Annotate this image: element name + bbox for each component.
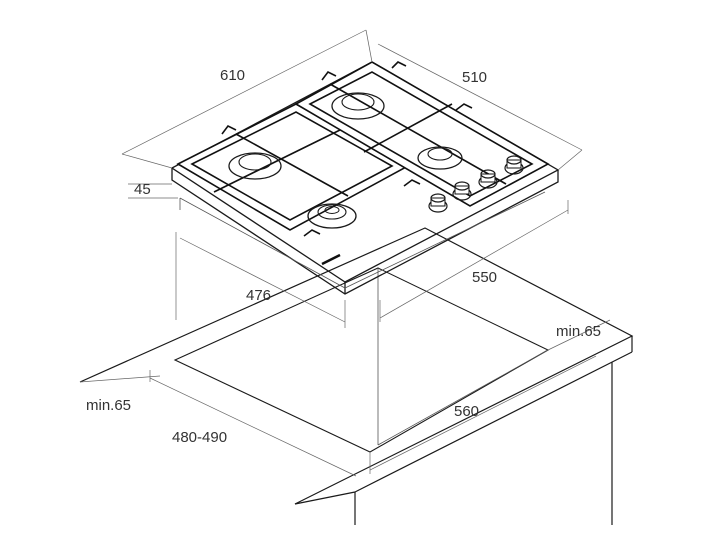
control-knobs: [428, 155, 524, 213]
cutout: [173, 267, 550, 453]
knob-1: [428, 193, 448, 213]
burner-front-right: [417, 146, 463, 170]
grates: [176, 61, 550, 237]
burner-rear-right: [331, 92, 385, 120]
label-cutout-width: 550: [472, 269, 497, 286]
label-hob-height: 45: [134, 181, 151, 198]
dimension-labels: 610 510 45 476 550 min.65 min.65 560 480…: [86, 67, 601, 446]
label-hob-width: 610: [220, 67, 245, 84]
knob-2: [452, 181, 472, 201]
label-worktop-depth: 480-490: [172, 429, 227, 446]
burner-front-left: [307, 203, 357, 229]
brand-strip: [321, 253, 341, 266]
label-worktop-width: 560: [454, 403, 479, 420]
label-cutout-depth: 476: [246, 287, 271, 304]
burner-rear-left: [228, 152, 282, 180]
dimension-lines: [79, 29, 611, 477]
knob-3: [478, 169, 498, 189]
label-front-clearance: min.65: [86, 397, 131, 414]
label-rear-clearance: min.65: [556, 323, 601, 340]
worktop: [79, 227, 634, 525]
knob-4: [504, 155, 524, 175]
burners: [228, 92, 463, 229]
label-hob-depth: 510: [462, 69, 487, 86]
